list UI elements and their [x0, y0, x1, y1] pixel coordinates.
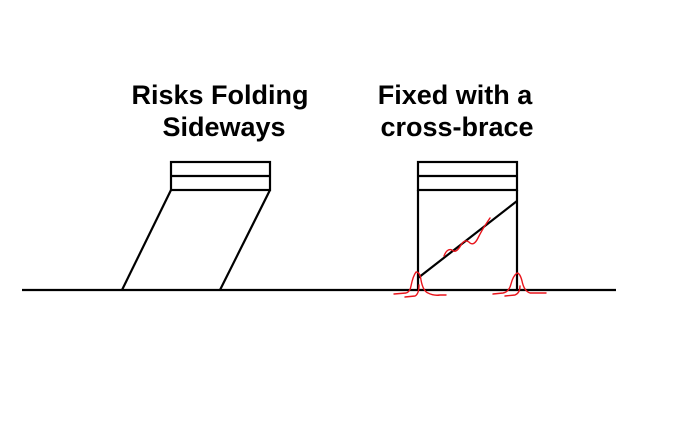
right-title-line2: cross-brace: [380, 112, 533, 142]
left-title-line2: Sideways: [162, 112, 285, 142]
left-title-line1: Risks Folding: [131, 80, 308, 110]
left-leaning-leg-left: [121, 189, 172, 291]
cross-brace: [417, 200, 518, 279]
left-foot-weld-mark-inner: [404, 284, 420, 298]
right-foot-weld-mark: [492, 272, 547, 295]
left-cap-box: [169, 160, 272, 192]
brace-weld-mark: [443, 217, 491, 257]
right-cap-box: [416, 160, 519, 192]
left-foot-weld-mark: [393, 271, 447, 296]
left-leaning-leg-right: [219, 189, 271, 291]
right-foot-weld-mark-inner: [504, 285, 521, 297]
red-annotations: [393, 217, 547, 298]
right-title-line1: Fixed with a: [378, 80, 534, 110]
